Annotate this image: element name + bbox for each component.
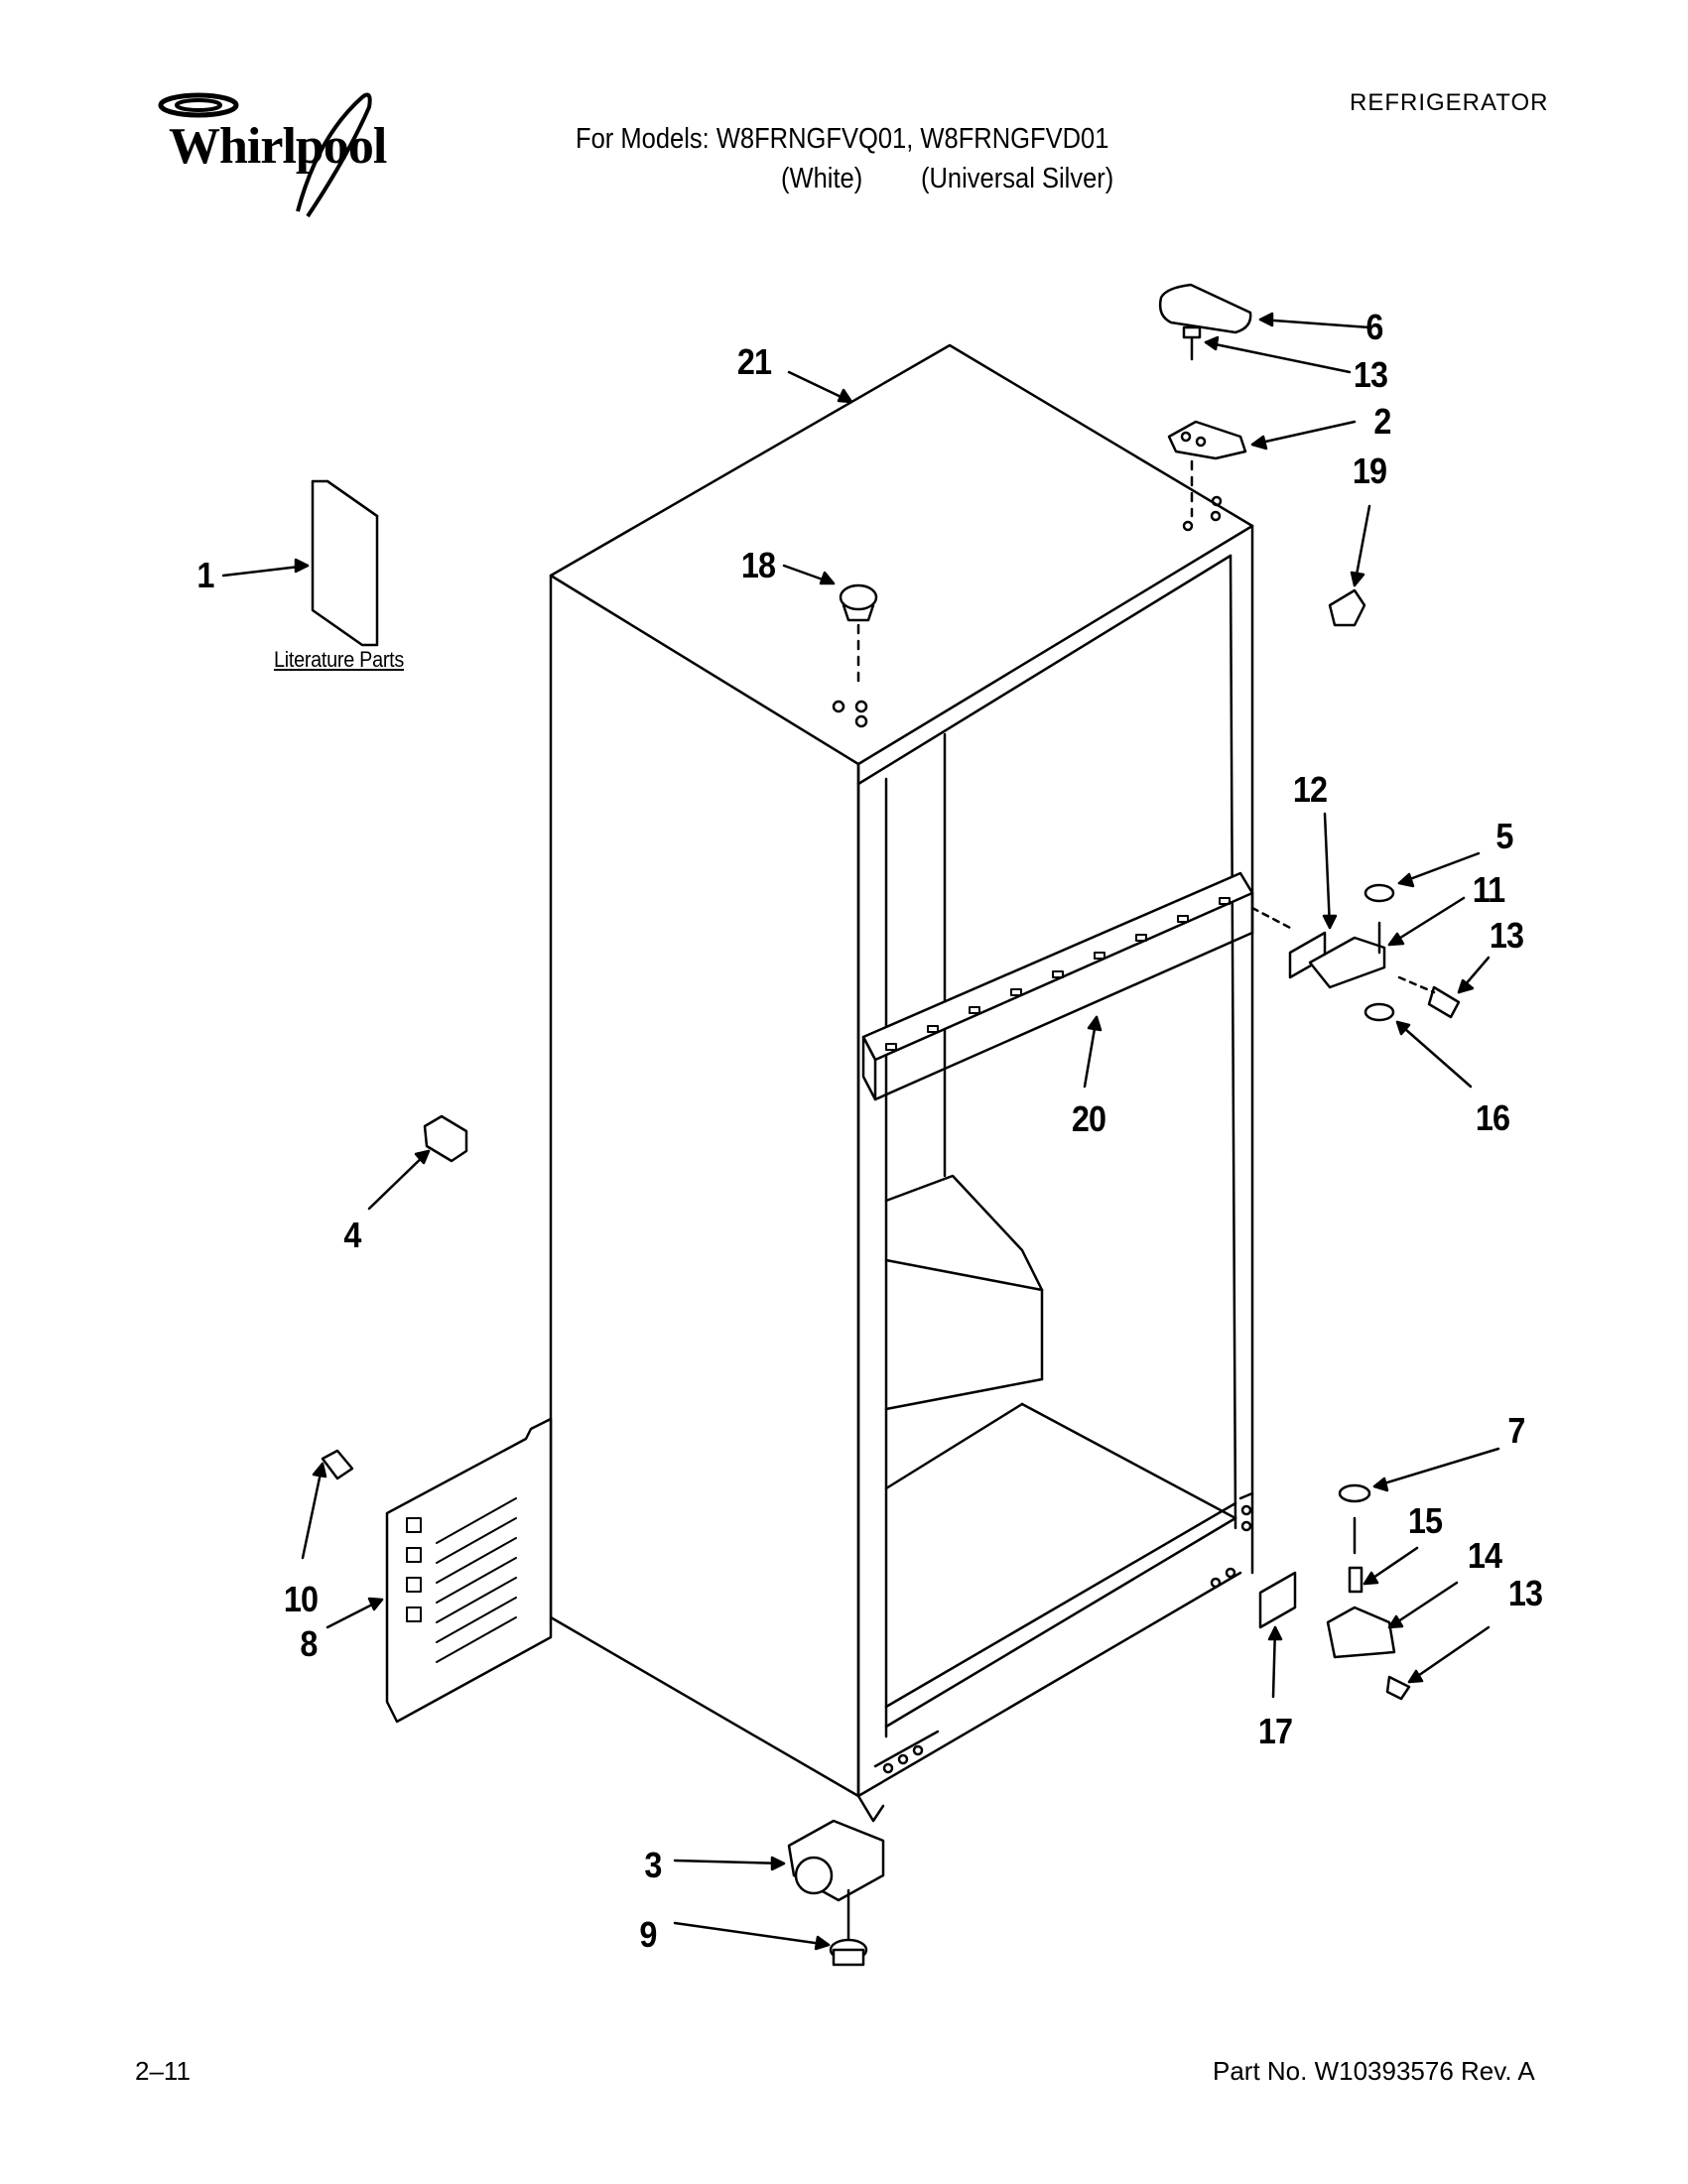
callout-7: 7 [1507,1410,1525,1451]
callout-21: 21 [736,341,772,382]
brand-name: Whirlpool [169,118,387,175]
variant-silver: (Universal Silver) [921,163,1114,194]
callout-16: 16 [1475,1097,1510,1138]
callout-13-top: 13 [1353,354,1388,395]
whirlpool-logo: Whirlpool [149,77,417,226]
callout-1: 1 [196,555,214,595]
callout-9: 9 [639,1914,657,1955]
hardware-drawings [321,283,1461,1967]
callout-6: 6 [1365,307,1383,347]
callout-3: 3 [644,1845,662,1885]
callout-15: 15 [1407,1500,1443,1541]
callout-4: 4 [343,1215,361,1255]
literature-parts-caption: Literature Parts [274,647,405,672]
category-label: REFRIGERATOR [1350,89,1549,116]
variant-white: (White) [781,163,863,194]
part-number: Part No. W10393576 Rev. A [1213,2056,1535,2086]
leader-lines [221,312,1500,1951]
callout-11: 11 [1472,869,1505,910]
models-line: For Models: W8FRNGFVQ01, W8FRNGFVD01 [576,123,1109,155]
page-number: 2–11 [135,2056,191,2086]
callout-13-bottom: 13 [1507,1573,1543,1613]
callout-20: 20 [1071,1098,1106,1139]
center-rail-drawing [861,871,1254,1101]
callout-18: 18 [740,545,776,585]
callout-13-middle: 13 [1489,915,1524,956]
logo-swirl-icon [158,92,372,218]
callout-8: 8 [300,1623,318,1664]
callout-17: 17 [1257,1711,1293,1751]
cabinet-drawing [549,343,1254,1823]
callout-19: 19 [1352,450,1387,491]
access-panel-drawing [385,1417,553,1724]
literature-book-drawing [311,479,379,647]
callout-12: 12 [1292,769,1328,810]
callout-14: 14 [1467,1535,1502,1576]
callout-10: 10 [283,1579,319,1619]
callout-5: 5 [1495,816,1513,856]
callout-2: 2 [1373,401,1391,442]
